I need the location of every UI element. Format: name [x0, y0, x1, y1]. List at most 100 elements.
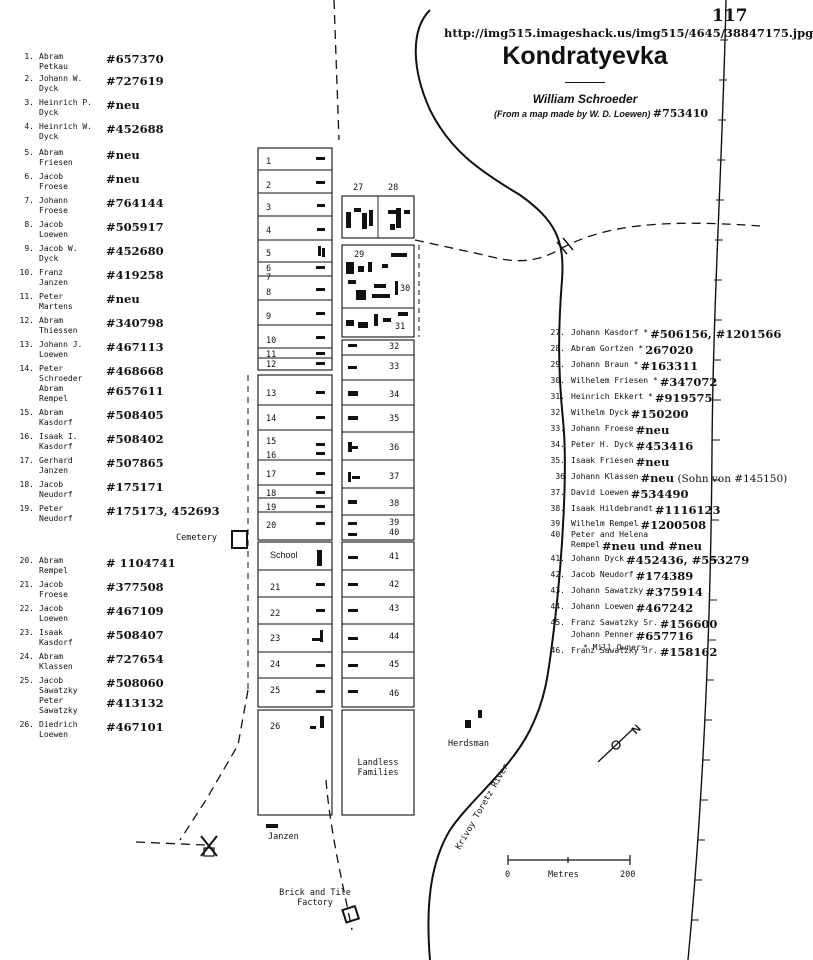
entry-reference: #377508 [106, 580, 164, 594]
entry-number: 8. [24, 220, 34, 229]
entry-name: Franz Sawatzky Sr. [571, 618, 658, 627]
entry-number: 38. [550, 504, 565, 513]
entry-reference: #508407 [106, 628, 164, 642]
entry-reference: #468668 [106, 364, 164, 378]
lot-number: 3 [266, 203, 272, 213]
entry-number: 35. [550, 456, 565, 465]
entry-number: 31. [550, 392, 565, 401]
entry-reference: #508402 [106, 432, 164, 446]
entry-name-line-1: Peter [39, 364, 64, 373]
entry-number: 37. [550, 488, 565, 497]
janzen-label: Janzen [268, 832, 299, 842]
entry-name-line-2: Janzen [39, 466, 68, 475]
entry-name-line-1: Peter [39, 696, 64, 705]
legend-entry: 2.Johann W.Dyck#727619 [6, 74, 163, 94]
entry-reference: #413132 [106, 696, 164, 710]
entry-reference: #467113 [106, 340, 164, 354]
entry-reference: #467242 [635, 601, 694, 615]
entry-reference: #neu [635, 423, 670, 437]
lot-number: 5 [266, 249, 272, 259]
entry-name: Johann Froese [571, 424, 634, 433]
legend-entry: 41.Johann Dyck#452436, #553279 [545, 554, 750, 566]
entry-name: Heinrich W.Dyck [39, 122, 92, 142]
entry-number: 44. [550, 602, 565, 611]
entry-name-line-1: Heinrich W. [39, 122, 92, 131]
entry-reference: #340798 [106, 316, 164, 330]
entry-name-line-2: Kasdorf [39, 442, 73, 451]
herdsman-label: Herdsman [448, 739, 489, 749]
entry-reference: #764144 [106, 196, 164, 210]
entry-reference: #174389 [635, 569, 694, 583]
entry-number: 36 [555, 472, 565, 481]
entry-reference: #175171 [106, 480, 164, 494]
entry-name-line-2: Martens [39, 302, 73, 311]
entry-name: Johann W.Dyck [39, 74, 82, 94]
entry-name-line-2: Kasdorf [39, 638, 73, 647]
entry-name-line-1: Johann J. [39, 340, 83, 349]
cemetery-symbol [231, 530, 248, 549]
entry-name-line-2: Rempel [39, 566, 68, 575]
entry-number: 13. [19, 340, 34, 349]
entry-reference: #467101 [106, 720, 164, 734]
school-label: School [270, 550, 298, 560]
scale-label-zero: 0 [505, 870, 511, 880]
entry-reference: #neu [106, 292, 140, 306]
entry-name-line-1: Jacob [39, 604, 64, 613]
entry-name-line-1: Abram [39, 408, 64, 417]
entry-name: Wilhelm Dyck [571, 408, 629, 417]
entry-name-line-2: Loewen [39, 614, 68, 623]
entry-name-line-2: Loewen [39, 230, 68, 239]
entry-name-line-1: Peter [39, 504, 64, 513]
lot-number: 9 [266, 312, 272, 322]
title-divider [565, 82, 605, 83]
railway-line [687, 0, 727, 960]
lot-number: 31 [395, 322, 406, 332]
entry-name: Johann Loewen [571, 602, 634, 611]
lot-number: 34 [389, 390, 400, 400]
entry-number: 11. [19, 292, 34, 301]
entry-number: 3. [24, 98, 34, 107]
north-label: N [630, 723, 644, 737]
brick-factory-symbol [341, 904, 361, 924]
legend-entry: 46.Franz Sawatzky Jr.#158162 [545, 646, 718, 658]
entry-name: Peter and Helena [571, 530, 649, 539]
entry-name: Peter H. Dyck [571, 440, 634, 449]
lot-number: 6 [266, 264, 272, 274]
entry-name-line-2: Dyck [39, 254, 59, 263]
entry-name: Johann Penner [571, 630, 634, 639]
lot-number: 16 [266, 451, 277, 461]
legend-entry: 30.Wilhelem Friesen *#347072 [545, 376, 718, 388]
legend-entry: 4.Heinrich W.Dyck#452688 [6, 122, 163, 142]
entry-number: 14. [19, 364, 34, 373]
entry-name: Isaak I.Kasdorf [39, 432, 78, 452]
entry-number: 24. [19, 652, 34, 661]
lot-number: 4 [266, 226, 272, 236]
entry-note: (Sohn von #145150) [674, 473, 788, 485]
lot-number: 19 [266, 503, 277, 513]
entry-name-line-1: Jacob [39, 676, 64, 685]
entry-reference: #419258 [106, 268, 164, 282]
entry-reference: #150200 [630, 407, 689, 421]
entry-number: 16. [19, 432, 34, 441]
entry-reference: #neu [635, 455, 670, 469]
legend-entry: 35.Isaak Friesen#neu [545, 455, 670, 469]
entry-reference: #657370 [106, 52, 164, 66]
entry-number: 1. [24, 52, 34, 61]
lot-number: 25 [270, 686, 281, 696]
entry-name: Johann Klassen [571, 472, 639, 481]
